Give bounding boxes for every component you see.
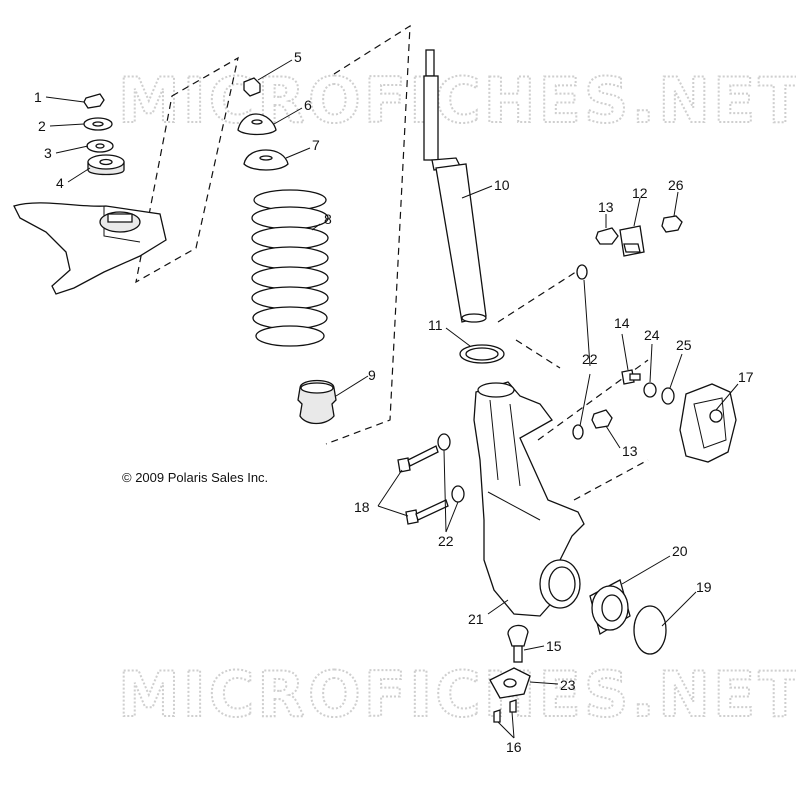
callout-16: 16: [506, 739, 522, 755]
callout-11: 11: [428, 317, 443, 333]
callout-labels: 1 2 3 4 5 6 7 8 9 10 11 12 13 13 14 15 1…: [34, 49, 754, 755]
part-2-washer: [83, 117, 113, 131]
part-20-bearing: [589, 579, 631, 636]
part-22-washer-lower: [572, 424, 584, 440]
callout-25: 25: [676, 337, 692, 353]
callout-10: 10: [494, 177, 510, 193]
part-15-ball-joint: [507, 624, 529, 663]
callout-14: 14: [614, 315, 630, 331]
callout-5: 5: [294, 49, 302, 65]
callout-8: 8: [324, 211, 332, 227]
part-1-nut: [83, 93, 105, 109]
callout-3: 3: [44, 145, 52, 161]
part-22-washer-bottom: [451, 485, 465, 503]
callout-9: 9: [368, 367, 376, 383]
part-5-nut: [243, 77, 261, 97]
callout-2: 2: [38, 118, 46, 134]
part-11-ring: [459, 344, 505, 364]
callout-23: 23: [560, 677, 576, 693]
callout-22-left: 22: [438, 533, 454, 549]
callout-17: 17: [738, 369, 754, 385]
leader-lines: [45, 59, 739, 739]
part-13-nut-upper: [595, 227, 619, 245]
part-18-bolt-lower: [405, 499, 449, 525]
part-4-bushing: [87, 154, 125, 176]
callout-6: 6: [304, 97, 312, 113]
part-12-clip: [619, 225, 645, 257]
watermark-top: MICROFICHES.NET: [118, 64, 796, 137]
part-24-washer: [643, 382, 657, 398]
part-25-washer: [661, 387, 675, 405]
copyright-text: © 2009 Polaris Sales Inc.: [122, 470, 268, 485]
part-9-bump-stop: [297, 379, 337, 425]
part-18-bolt-upper: [397, 445, 439, 473]
part-3-washer: [86, 139, 114, 153]
callout-15: 15: [546, 638, 562, 654]
part-6-upper-seat: [237, 113, 277, 136]
part-10-shock: [423, 49, 487, 323]
callout-22-right: 22: [582, 351, 598, 367]
callout-18: 18: [354, 499, 370, 515]
callout-4: 4: [56, 175, 64, 191]
part-19-snap-ring: [633, 605, 667, 655]
part-14-bolt: [621, 369, 641, 385]
part-7-spring-seat: [243, 149, 289, 171]
part-26-nut: [661, 215, 683, 233]
part-22-washer-mid: [437, 433, 451, 451]
callout-1: 1: [34, 89, 42, 105]
callout-20: 20: [672, 543, 688, 559]
part-13-nut-lower: [591, 409, 613, 429]
part-22-washer-upper: [576, 264, 588, 280]
part-21-knuckle: [473, 381, 585, 617]
callout-7: 7: [312, 137, 320, 153]
callout-19: 19: [696, 579, 712, 595]
callout-21: 21: [468, 611, 484, 627]
callout-13-upper: 13: [598, 199, 614, 215]
watermark-bottom: MICROFICHES.NET: [118, 658, 796, 731]
callout-12: 12: [632, 185, 648, 201]
frame-bracket: [13, 202, 167, 295]
callout-24: 24: [644, 327, 660, 343]
callout-26: 26: [668, 177, 684, 193]
part-16-screws: [493, 699, 517, 723]
part-8-coil-spring: [251, 189, 329, 347]
callout-13-lower: 13: [622, 443, 638, 459]
part-23-plate: [489, 667, 531, 699]
